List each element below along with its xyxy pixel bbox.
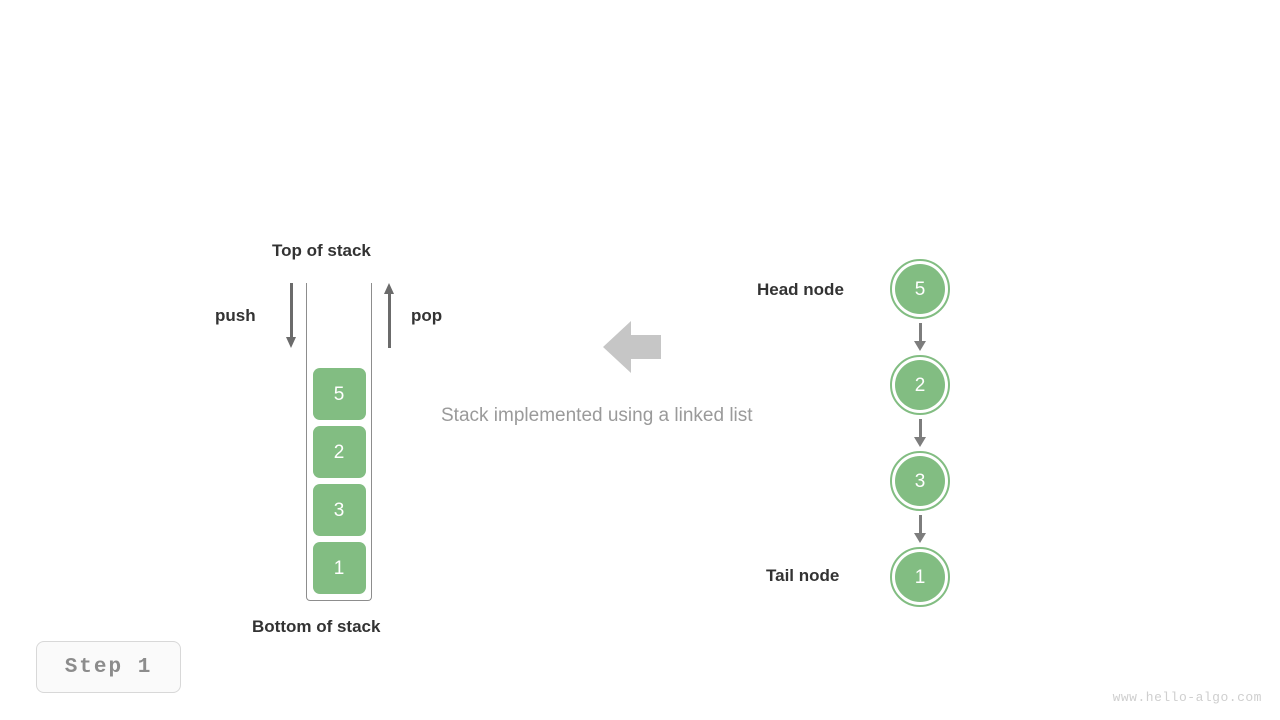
node-value: 2	[895, 360, 945, 410]
linked-list-node: 2	[888, 353, 952, 417]
pointer-head	[914, 437, 926, 447]
linked-list-group: 5 2 3 1	[888, 257, 952, 609]
linked-list-node: 5	[888, 257, 952, 321]
bottom-of-stack-label: Bottom of stack	[252, 617, 381, 636]
pop-arrow-shaft	[388, 292, 391, 348]
figure-caption: Stack implemented using a linked list	[441, 405, 753, 426]
push-label: push	[215, 306, 256, 325]
pointer-head	[914, 341, 926, 351]
pointer-shaft	[918, 515, 922, 535]
linked-list-node: 3	[888, 449, 952, 513]
stack-cell: 3	[312, 484, 366, 536]
top-of-stack-label: Top of stack	[272, 241, 371, 260]
step-badge: Step 1	[36, 641, 181, 693]
pointer-shaft	[918, 323, 922, 343]
stack-items-list: 5 2 3 1	[307, 368, 371, 594]
stack-cell: 1	[312, 542, 366, 594]
pop-arrow-head	[384, 283, 394, 294]
pop-label: pop	[411, 306, 443, 325]
stack-cell: 5	[312, 368, 366, 420]
node-value: 1	[895, 552, 945, 602]
pop-arrow-icon	[382, 283, 396, 348]
pointer-shaft	[918, 419, 922, 439]
tail-node-label: Tail node	[766, 566, 840, 585]
push-arrow-shaft	[290, 283, 293, 339]
watermark: www.hello-algo.com	[1112, 690, 1262, 705]
head-node-label: Head node	[757, 280, 844, 299]
node-value: 3	[895, 456, 945, 506]
pointer-head	[914, 533, 926, 543]
stack-cell: 2	[312, 426, 366, 478]
node-value: 5	[895, 264, 945, 314]
linked-list-node: 1	[888, 545, 952, 609]
push-arrow-icon	[284, 283, 298, 348]
left-block-arrow-icon	[603, 321, 661, 373]
push-arrow-head	[286, 337, 296, 348]
stack-container: 5 2 3 1	[306, 283, 372, 601]
